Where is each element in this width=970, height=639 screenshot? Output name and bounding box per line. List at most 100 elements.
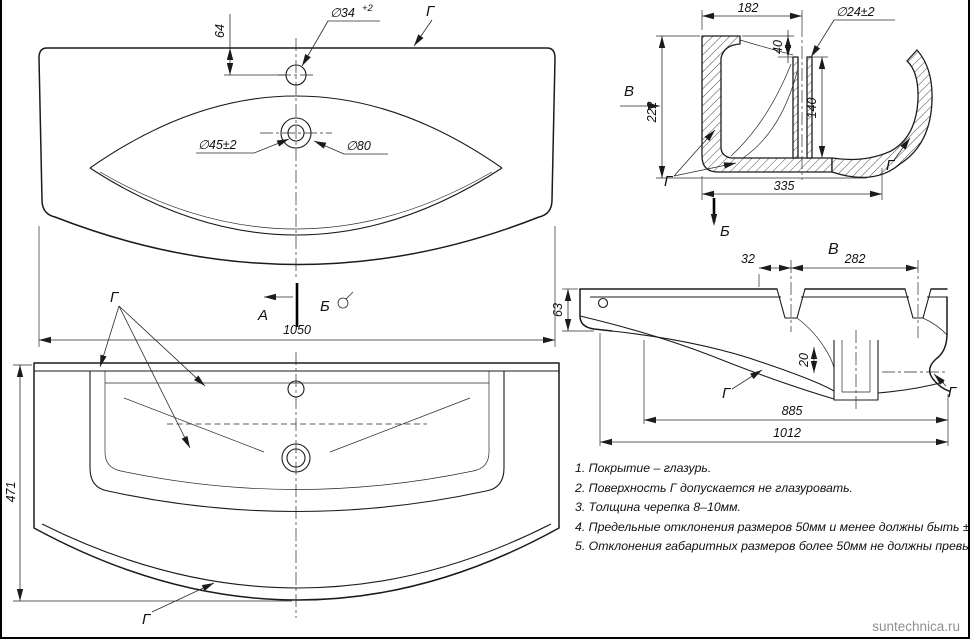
leader-line — [118, 305, 206, 387]
arrowhead — [39, 336, 51, 344]
left-profile — [579, 288, 613, 332]
dim-label-d34-tolerance: +2 — [362, 3, 374, 14]
front-bottom-inner-arc — [41, 523, 552, 589]
arrowhead — [791, 264, 803, 272]
shell-underside-curve — [579, 315, 835, 400]
dim-282: 282 — [791, 252, 918, 272]
dim-label-d34: ∅34 — [330, 6, 355, 20]
note-line-5: 5. Отклонения габаритных размеров более … — [575, 537, 970, 557]
arrowhead — [411, 34, 424, 48]
arrowhead — [702, 190, 714, 198]
arrowhead — [226, 63, 234, 75]
front-outer-outline — [33, 362, 560, 601]
arrowhead — [276, 136, 291, 147]
arrowhead — [264, 293, 276, 301]
view-marker-v: В — [620, 83, 660, 110]
surface-label-g: Г — [110, 289, 120, 306]
arrowhead — [710, 214, 718, 226]
section-front-bowl — [831, 49, 933, 178]
view-title-v: В — [828, 241, 839, 258]
plan-view: 64 ∅34 +2 Г ∅45±2 ∅80 — [38, 3, 556, 347]
dim-label-d45: ∅45±2 — [198, 138, 237, 152]
surface-g-front-top: Г — [96, 289, 208, 450]
dim-label-d24: ∅24±2 — [836, 5, 875, 19]
section-b-view: 182 ∅24±2 40 140 — [620, 1, 933, 240]
surface-label-g: Г — [948, 384, 958, 401]
dim-335: 335 — [701, 168, 883, 200]
basin-rim-upper-arc — [89, 95, 503, 169]
cut-marker-b: Б — [710, 198, 730, 240]
basin-edge-line — [742, 71, 798, 159]
dim-label-20: 20 — [797, 353, 811, 368]
dim-label-1050: 1050 — [283, 323, 311, 337]
section-marker-a: А — [257, 283, 299, 327]
surface-g-viewv-right: Г — [931, 371, 958, 401]
dim-40: 40 — [742, 30, 794, 63]
dim-label-1012: 1012 — [773, 426, 801, 440]
dim-faucet-diameter: ∅34 +2 — [299, 3, 380, 68]
section-back-wall — [701, 35, 833, 173]
view-v: В 32 282 — [551, 241, 958, 446]
dim-label-140: 140 — [805, 98, 819, 119]
dim-885: 885 — [643, 340, 948, 424]
dim-140: 140 — [805, 56, 828, 158]
arrowhead — [759, 264, 771, 272]
technical-notes: 1. Покрытие – глазурь. 2. Поверхность Г … — [575, 459, 970, 557]
marker-label-a: А — [257, 307, 268, 324]
dim-label-64: 64 — [213, 24, 227, 38]
surface-label-g: Г — [426, 3, 436, 20]
dim-label-282: 282 — [844, 252, 866, 266]
notch-connect-curve — [922, 317, 948, 336]
surface-g-front-bottom: Г — [142, 580, 216, 628]
arrowhead — [564, 319, 572, 331]
arrowhead — [790, 12, 802, 20]
surface-label-g: Г — [664, 173, 674, 190]
overflow-channel-wall — [806, 56, 813, 159]
dim-20: 20 — [797, 347, 818, 373]
plan-outer-outline — [38, 47, 556, 266]
dim-1012: 1012 — [599, 333, 949, 446]
dim-drain-inner: ∅45±2 — [196, 136, 291, 154]
arrowhead — [750, 367, 764, 380]
dim-222: 222 — [645, 35, 867, 179]
dim-471: 471 — [4, 364, 292, 602]
dim-1050: 1050 — [38, 226, 556, 347]
site-watermark: suntechnica.ru — [872, 619, 960, 634]
surface-g-section-left: Г — [664, 127, 737, 190]
marker-label-b: Б — [720, 223, 730, 240]
arrowhead — [181, 435, 193, 450]
dim-32: 32 — [741, 252, 791, 287]
dim-label-32: 32 — [741, 252, 755, 266]
dim-label-63: 63 — [551, 303, 565, 317]
basin-wall-inner — [104, 371, 490, 490]
surface-g-viewv-left: Г — [722, 367, 764, 402]
basin-edge-line — [739, 39, 794, 56]
arrowhead — [779, 264, 791, 272]
note-text: 5. Отклонения габаритных размеров более … — [575, 539, 970, 554]
arrowhead — [818, 57, 826, 69]
arrowhead — [810, 347, 818, 359]
note-line-2: 2. Поверхность Г допускается не глазуров… — [575, 480, 853, 495]
arrowhead — [600, 438, 612, 446]
dim-drain-outer: ∅80 — [312, 138, 388, 155]
dim-hole-d24: ∅24±2 — [808, 5, 895, 59]
view-marker-b: Б — [320, 291, 354, 315]
arrowhead — [702, 12, 714, 20]
basin-slope-line — [123, 397, 265, 453]
arrowhead — [906, 264, 918, 272]
basin-slope-line — [329, 397, 471, 453]
arrowhead — [226, 48, 234, 60]
right-bottom-curve — [877, 381, 945, 394]
dim-label-40: 40 — [771, 40, 785, 54]
arrowhead — [543, 336, 555, 344]
note-line-3: 3. Толщина черепка 8–10мм. — [575, 500, 741, 514]
note-line-1: 1. Покрытие – глазурь. — [575, 461, 712, 475]
arrowhead — [870, 190, 882, 198]
surface-label-g: Г — [142, 611, 152, 628]
basin-edge-line — [730, 63, 792, 157]
arrowhead — [564, 289, 572, 301]
arrowhead — [16, 365, 24, 377]
tap-hole-notch-left — [776, 288, 806, 319]
right-break-edge — [928, 296, 950, 392]
